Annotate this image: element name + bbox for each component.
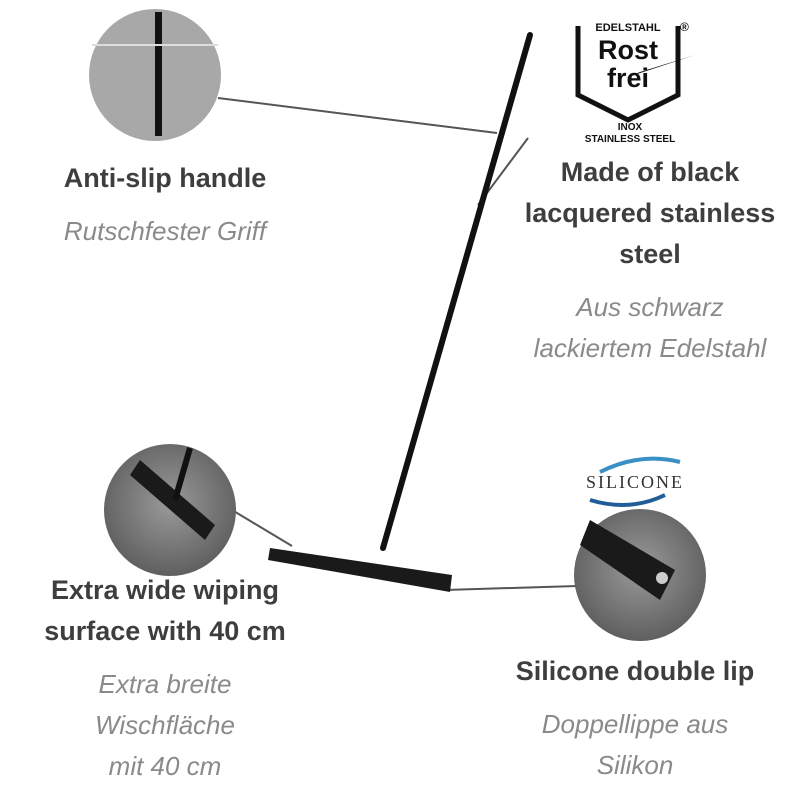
feature-title: Silicone double lip — [515, 656, 755, 686]
feature-title: surface with 40 cm — [44, 616, 286, 646]
feature-handle: Anti-slip handle Rutschfester Griff — [15, 158, 315, 252]
detail-circle-handle — [89, 9, 221, 141]
feature-subtitle: Aus schwarz — [576, 292, 724, 322]
feature-title: Anti-slip handle — [63, 163, 267, 193]
logo-text-stainless: STAINLESS STEEL — [584, 134, 676, 145]
feature-steel: Made of black lacquered stainless steel … — [490, 152, 800, 369]
rostfrei-logo-shield — [575, 26, 695, 123]
callout-line-lip — [444, 585, 578, 591]
feature-subtitle: Silikon — [596, 750, 674, 780]
blade-icon — [268, 548, 452, 592]
detail-circle-lip — [574, 509, 706, 641]
feature-subtitle: Rutschfester Griff — [63, 216, 267, 246]
feature-lip: Silicone double lip Doppellippe aus Sili… — [485, 651, 785, 786]
feature-subtitle: mit 40 cm — [108, 751, 222, 781]
detail-circle-blade — [104, 444, 236, 576]
feature-title: lacquered stainless — [524, 198, 776, 228]
logo-registered: ® — [680, 20, 689, 34]
feature-title: Made of black — [560, 157, 740, 187]
silicone-logo-swoosh — [589, 456, 681, 507]
feature-subtitle: Doppellippe aus — [541, 709, 729, 739]
logo-text-inox: INOX — [617, 122, 643, 133]
logo-text-frei: frei — [606, 63, 650, 93]
silicone-logo-text: SILICONE — [586, 472, 684, 492]
feature-wiping: Extra wide wiping surface with 40 cm Ext… — [15, 570, 315, 787]
callout-line-handle — [217, 97, 498, 134]
logo-text-edelstahl: EDELSTAHL — [595, 22, 661, 34]
feature-subtitle: Wischfläche — [95, 710, 235, 740]
feature-subtitle: lackiertem Edelstahl — [533, 333, 767, 363]
handle-icon — [380, 32, 533, 551]
logo-text-rost: Rost — [598, 35, 658, 65]
feature-title: Extra wide wiping — [50, 575, 280, 605]
feature-title: steel — [619, 239, 681, 269]
callout-line-wiping — [231, 509, 293, 547]
feature-subtitle: Extra breite — [98, 669, 232, 699]
